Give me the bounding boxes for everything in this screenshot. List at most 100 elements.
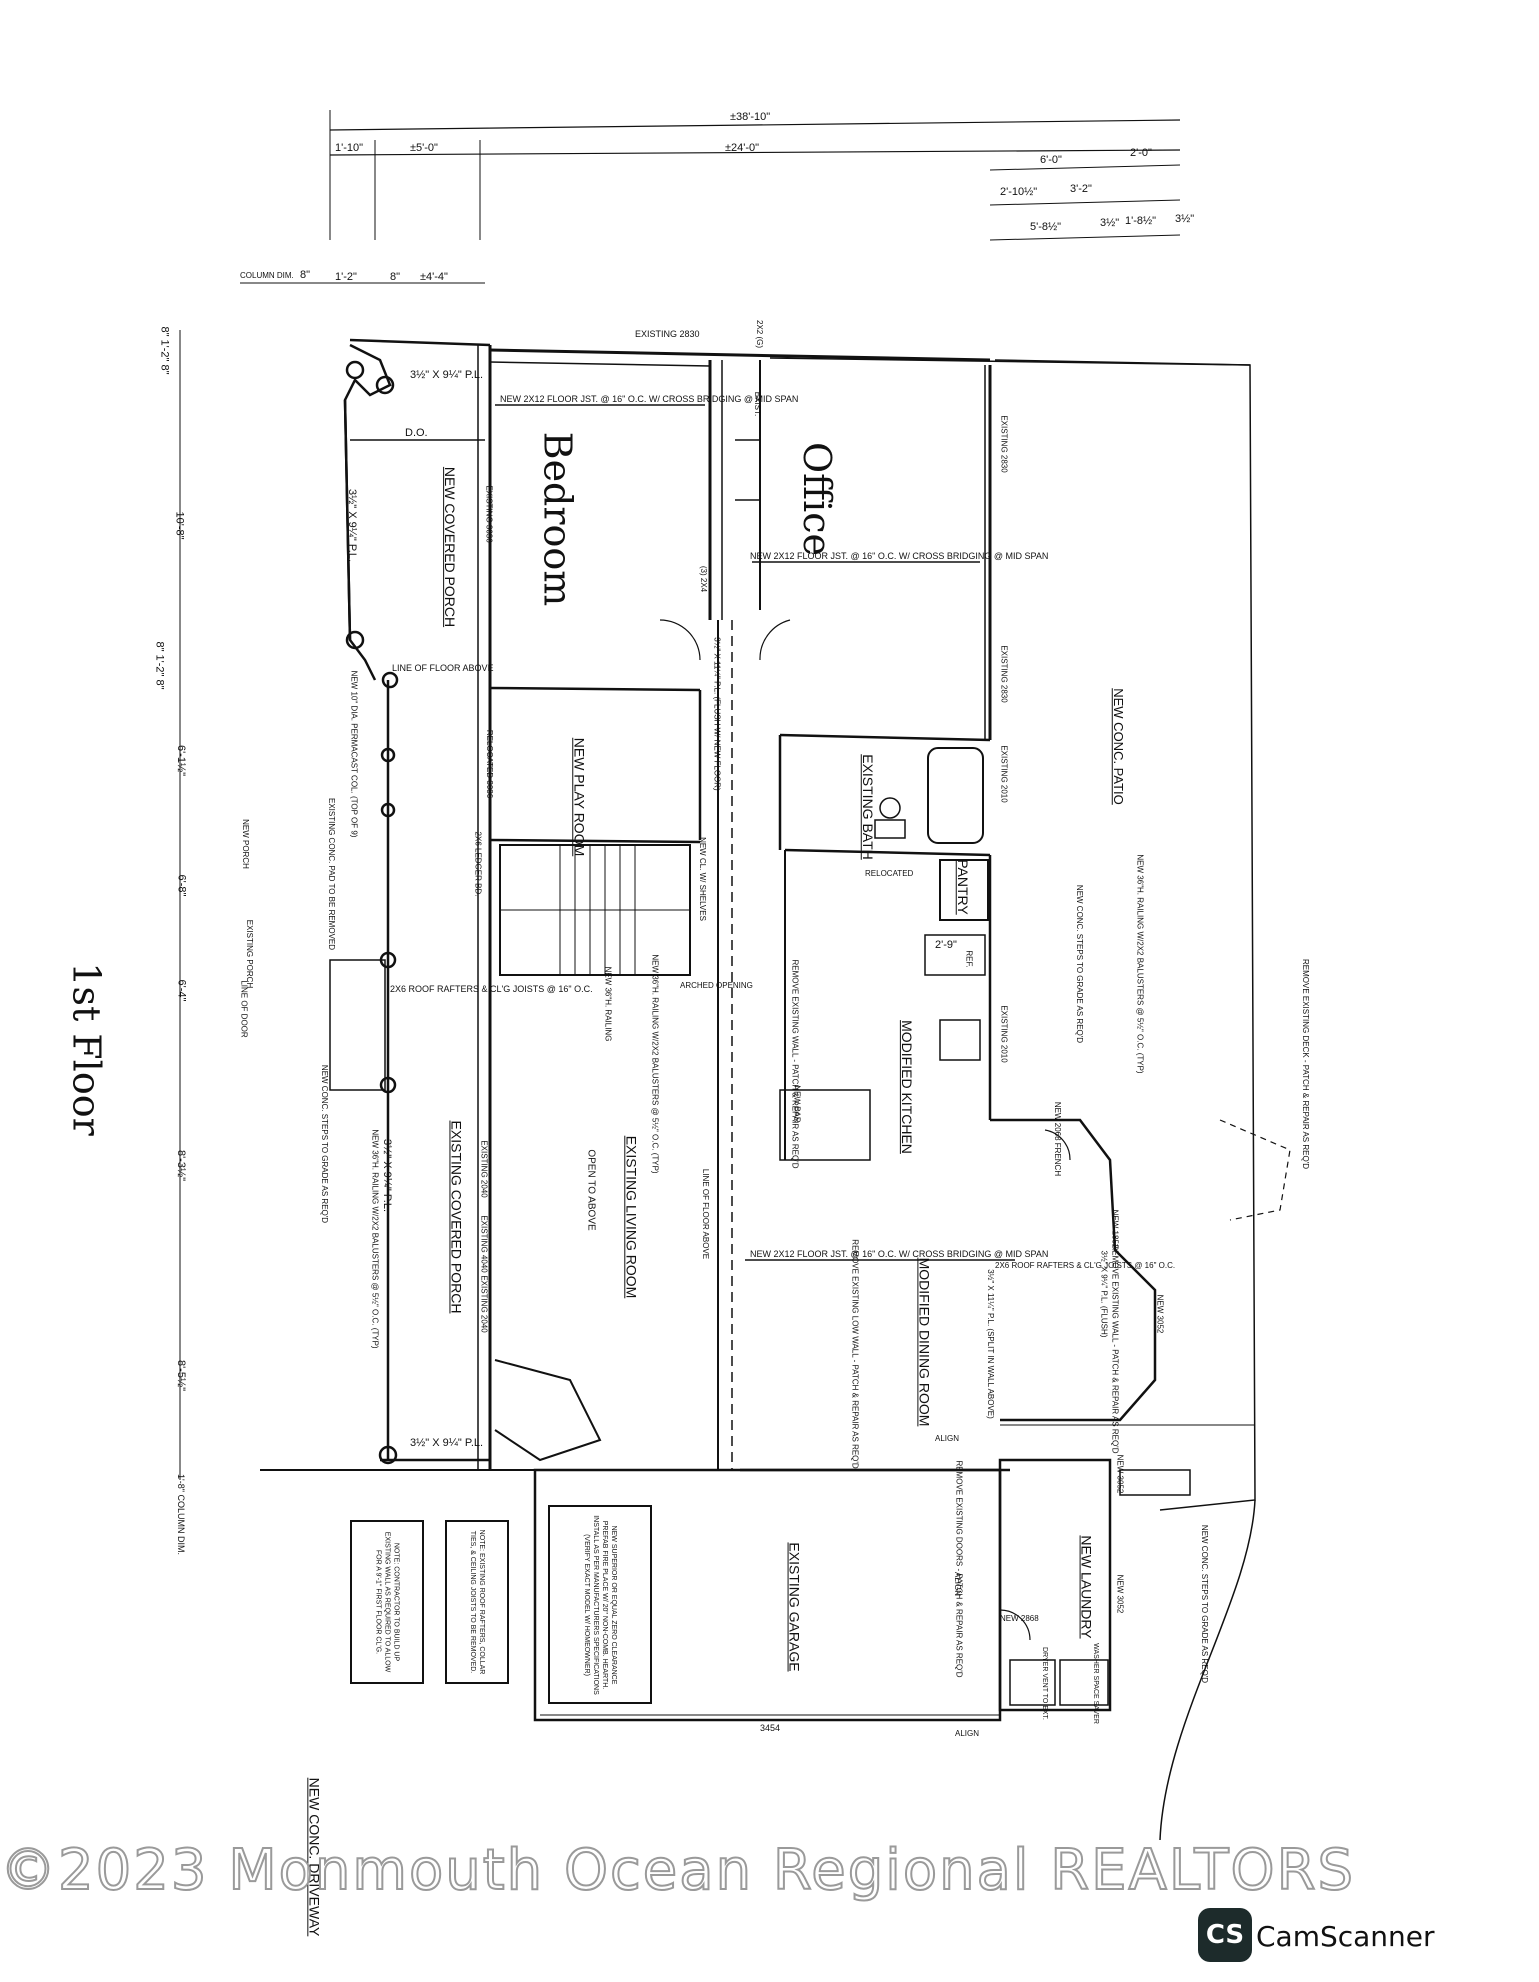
note-align-b: ALIGN <box>955 1729 980 1738</box>
note-remove-doors: REMOVE EXISTING DOORS - PATCH & REPAIR A… <box>954 1460 964 1678</box>
room-new-laundry: NEW LAUNDRY <box>1078 1535 1095 1639</box>
note-dining-pl-b: 3½" X 11¼" P.L. (SPLIT IN WALL ABOVE) <box>985 1269 995 1419</box>
note-new-conc-steps-patio: NEW CONC. STEPS TO GRADE AS REQ'D <box>1075 884 1085 1044</box>
note-new-10-col: NEW 10" DIA. PERMACAST COL. (TOP OF 9) <box>349 670 359 838</box>
room-modified-dining-room: MODIFIED DINING ROOM <box>916 1257 933 1427</box>
camscanner-brand-label: CamScanner <box>1256 1920 1435 1953</box>
note-new-conc-steps-left: NEW CONC. STEPS TO GRADE AS REQ'D <box>320 1064 330 1224</box>
note-existing-2830: EXISTING 2830 <box>635 329 700 339</box>
watermark: ©2023 Monmouth Ocean Regional REALTORS <box>0 1837 1356 1904</box>
note-ref: REF. <box>964 950 974 968</box>
note-garage-door: 3454 <box>760 1723 781 1733</box>
note-2x2-g: 2X2 (G) <box>755 319 765 349</box>
note-line-of-floor-above-b: LINE OF FLOOR ABOVE <box>701 1168 711 1260</box>
note-box-1-text: NOTE: EXISTING ROOF RAFTERS, COLLAR TIES… <box>469 1529 486 1675</box>
note-2x6-ledger: 2X6 LEDGER BD. <box>473 831 483 897</box>
vdim-6: 6'-4" <box>175 979 188 1002</box>
dim-right-row2-a: 2'-10½" <box>1000 186 1038 198</box>
dim-left-2: ±5'-0" <box>410 142 438 154</box>
col-dim-c: 8" <box>390 271 401 283</box>
room-new-conc-patio: NEW CONC. PATIO <box>1110 688 1126 805</box>
room-bedroom: Bedroom <box>535 431 580 607</box>
vdim-9: 1'-8" COLUMN DIM. <box>175 1474 186 1555</box>
vdim-7: 8'-3½" <box>175 1149 188 1182</box>
note-washer: WASHER SPACE SAVER <box>1091 1643 1099 1724</box>
note-new-3052-b: NEW 3052 <box>1115 1454 1125 1494</box>
note-existing-2830-office-b: EXISTING 2830 <box>999 645 1009 703</box>
room-existing-living-room: EXISTING LIVING ROOM <box>623 1135 640 1299</box>
note-existing-conc-pad: EXISTING CONC. PAD TO BE REMOVED <box>327 797 337 951</box>
note-box-2: NOTE: CONTRACTOR TO BUILD UP EXISTING WA… <box>350 1520 424 1684</box>
vdim-1: 8" 1'-2" 8" <box>158 326 171 375</box>
note-existing-4040: EXISTING 4040 <box>479 1215 489 1273</box>
note-existing-2830-office: EXISTING 2830 <box>999 415 1009 473</box>
col-dim-d: ±4'-4" <box>420 271 448 283</box>
room-new-play-room: NEW PLAY ROOM <box>571 737 588 857</box>
room-floor: 1st Floor <box>64 962 109 1136</box>
room-office: Office <box>795 441 840 557</box>
note-pantry-dim: 2'-9" <box>935 939 957 951</box>
note-new-3052-laundry: NEW 3052 <box>1115 1574 1125 1614</box>
dim-right-row2-b: 3'-2" <box>1070 183 1092 195</box>
note-pl-top: 3½" X 9¼" P.L. <box>410 369 484 381</box>
note-new-cl: NEW CL. W/ SHELVES <box>697 837 707 921</box>
dim-middle: ±24'-0" <box>725 142 760 154</box>
room-existing-garage: EXISTING GARAGE <box>786 1542 803 1672</box>
note-floor-joist-top: NEW 2X12 FLOOR JST. @ 16" O.C. W/ CROSS … <box>500 394 799 404</box>
note-new-3052: NEW 3052 <box>1155 1294 1165 1334</box>
note-box-fireplace: NEW SUPERIOR OR EQUAL ZERO CLEARANCE PRE… <box>548 1505 652 1704</box>
note-new-railing-left: NEW 36"H. RAILING W/2X2 BALUSTERS @ 5½" … <box>370 1129 380 1349</box>
note-align-c: ALIGN <box>953 1571 963 1597</box>
note-new-railing-patio: NEW 36"H. RAILING W/2X2 BALUSTERS @ 5½" … <box>1135 854 1145 1074</box>
note-dryer-vent: DRYER VENT TO EXT. <box>1041 1646 1049 1721</box>
vdim-4: 6'-1½" <box>175 744 188 777</box>
note-new-porch: NEW PORCH <box>240 819 250 869</box>
dim-overall: ±38'-10" <box>730 111 771 123</box>
dim-right-top-2: 2'-0" <box>1130 147 1152 159</box>
room-existing-bath: EXISTING BATH <box>859 754 876 860</box>
note-line-of-floor-above: LINE OF FLOOR ABOVE <box>392 663 494 673</box>
note-existing-2040-a: EXISTING 2040 <box>479 1140 489 1198</box>
vdim-5: 6'-8" <box>175 874 188 897</box>
note-dining-pl: 3½" X 9¼" P.L. (FLUSH) <box>1099 1250 1109 1338</box>
note-existing-2040-b: EXISTING 2040 <box>479 1275 489 1333</box>
vdim-3: 8" 1'-2" 8" <box>153 641 166 690</box>
note-exist: EXIST. <box>753 391 763 417</box>
camscanner-logo-icon: CS <box>1198 1908 1252 1962</box>
column-dim-label: COLUMN DIM. <box>240 271 294 280</box>
note-new-1852: NEW 1852 <box>1110 1209 1120 1249</box>
note-new-2868: NEW 2868 <box>1000 1614 1039 1623</box>
note-floor-joist-dining: NEW 2X12 FLOOR JST. @ 16" O.C. W/ CROSS … <box>750 1249 1049 1259</box>
note-arched-opening: ARCHED OPENING <box>680 981 753 990</box>
note-remove-existing-wall-b: REMOVE EXISTING WALL - PATCH & REPAIR AS… <box>1110 1244 1120 1454</box>
dim-right-row3-c: 1'-8½" <box>1125 215 1157 227</box>
note-new-railing-stair: NEW 36"H. RAILING W/2X2 BALUSTERS @ 5½" … <box>650 954 660 1174</box>
note-remove-low-wall: REMOVE EXISTING LOW WALL - PATCH & REPAI… <box>850 1239 860 1469</box>
note-roof-rafters: 2X6 ROOF RAFTERS & CL'G JOISTS @ 16" O.C… <box>390 984 593 994</box>
note-pl-left: 3½" X 9¼" P.L. <box>346 488 359 563</box>
dim-right-top: 6'-0" <box>1040 154 1062 166</box>
note-roof-rafters-dining: 2X6 ROOF RAFTERS & CL'G JOISTS @ 16" O.C… <box>995 1261 1176 1270</box>
note-pl-porch: 3½" X 9¼" P.L. <box>381 1138 394 1213</box>
col-dim-a: 8" <box>300 269 311 281</box>
note-remove-deck: REMOVE EXISTING DECK - PATCH & REPAIR AS… <box>1301 958 1311 1170</box>
dim-right-row3-b: 3½" <box>1100 217 1120 229</box>
note-3-2x4: (3) 2X4 <box>699 565 709 593</box>
note-existing-2010-b: EXISTING 2010 <box>999 1005 1009 1063</box>
note-existing-3036: EXISTING 3036 <box>484 485 494 543</box>
note-line-of-door: LINE OF DOOR <box>239 980 249 1038</box>
note-remove-existing-wall: REMOVE EXISTING WALL - PATCH & REPAIR AS… <box>790 959 800 1169</box>
note-relocated-bd: RELOCATED 3036 <box>485 729 495 799</box>
room-existing-covered-porch: EXISTING COVERED PORCH <box>448 1120 465 1314</box>
note-floor-joist-office: NEW 2X12 FLOOR JST. @ 16" O.C. W/ CROSS … <box>750 551 1049 561</box>
note-box-fireplace-text: NEW SUPERIOR OR EQUAL ZERO CLEARANCE PRE… <box>582 1514 618 1695</box>
note-new-bar: NEW BAR <box>792 1085 802 1123</box>
note-box-2-text: NOTE: CONTRACTOR TO BUILD UP EXISTING WA… <box>374 1531 400 1673</box>
note-new-french: NEW 2068 FRENCH <box>1053 1101 1063 1177</box>
note-existing-2010: EXISTING 2010 <box>999 745 1009 803</box>
col-dim-b: 1'-2" <box>335 271 357 283</box>
room-modified-kitchen: MODIFIED KITCHEN <box>898 1020 915 1154</box>
note-new-conc-steps-laundry: NEW CONC. STEPS TO GRADE AS REQ'D <box>1200 1524 1210 1684</box>
note-rough-pl: 3½" X 11¼" P.L. (FLUSH W/ NEW FLOOR) <box>712 637 722 791</box>
